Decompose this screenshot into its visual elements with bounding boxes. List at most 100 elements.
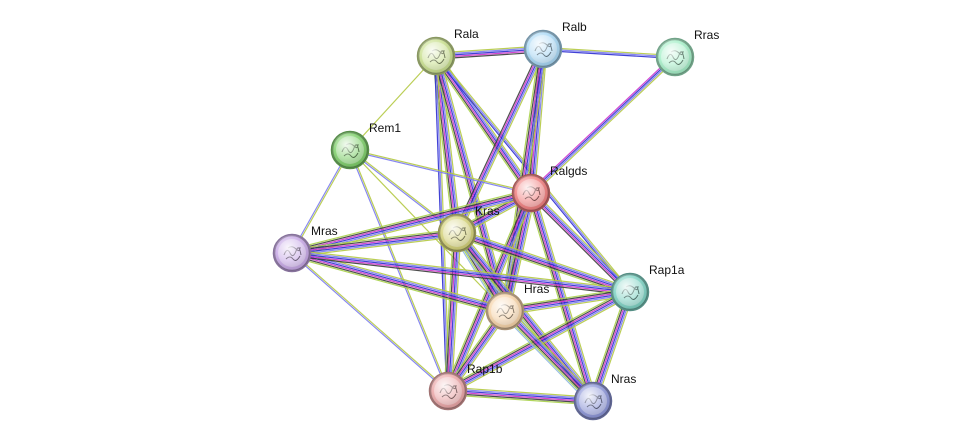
edge-channel-line <box>291 190 531 252</box>
edge-channel-line <box>349 150 531 195</box>
edge-channel-line <box>290 188 531 250</box>
edge-channel-line <box>291 228 457 250</box>
node-gloss <box>439 215 475 251</box>
edge-channel-line <box>530 56 675 193</box>
node-ralgds[interactable]: Ralgds <box>511 164 587 213</box>
node-gloss <box>513 175 549 211</box>
edge-channel-line <box>291 253 505 313</box>
edge-channel-line <box>292 249 631 290</box>
edge-rras-ralgds[interactable] <box>529 54 677 196</box>
edge-channel-line <box>436 54 632 292</box>
edge-channel-line <box>292 251 506 311</box>
edge-channel-line <box>433 56 530 195</box>
edge-channel-line <box>291 254 505 314</box>
edge-channel-line <box>447 391 593 403</box>
edge-channel-line <box>447 392 593 404</box>
node-gloss <box>487 293 523 329</box>
node-gloss <box>430 373 466 409</box>
edge-channel-line <box>292 196 533 258</box>
edge-layer <box>290 45 677 406</box>
edge-channel-line <box>528 194 629 295</box>
node-label: Hras <box>524 282 549 296</box>
edge-channel-line <box>460 229 597 399</box>
edge-channel-line <box>590 291 629 401</box>
edge-channel-line <box>448 389 594 401</box>
edge-kras-mras[interactable] <box>291 228 458 258</box>
edge-channel-line <box>292 251 449 391</box>
edge-channel-line <box>348 150 448 392</box>
edge-channel-line <box>446 232 457 391</box>
edge-channel-line <box>532 58 677 196</box>
edge-channel-line <box>529 54 674 192</box>
node-rem1[interactable]: Rem1 <box>330 121 401 170</box>
edge-channel-line <box>291 253 448 393</box>
edge-rem1-ralgds[interactable] <box>349 148 532 195</box>
edge-mras-rap1b[interactable] <box>291 251 449 393</box>
edge-rala-rem1[interactable] <box>349 55 437 151</box>
node-label: Rala <box>454 27 479 41</box>
edge-channel-line <box>290 256 505 316</box>
edge-channel-line <box>503 311 593 403</box>
edge-ralb-rras[interactable] <box>542 46 676 60</box>
edge-channel-line <box>504 289 630 310</box>
edge-channel-line <box>448 388 594 400</box>
edge-ralgds-nras[interactable] <box>526 191 598 403</box>
edge-channel-line <box>588 290 628 400</box>
edge-channel-line <box>349 55 437 151</box>
node-nras[interactable]: Nras <box>573 372 636 421</box>
edge-channel-line <box>291 252 631 293</box>
edge-channel-line <box>453 47 541 232</box>
edge-channel-line <box>531 57 676 194</box>
edge-channel-line <box>291 255 630 296</box>
edge-ralgds-rap1a[interactable] <box>528 190 633 295</box>
edge-channel-line <box>448 293 632 394</box>
edge-hras-nras[interactable] <box>501 307 597 405</box>
edge-channel-line <box>350 148 532 193</box>
edge-rem1-hras[interactable] <box>349 149 506 312</box>
node-label: Rap1a <box>649 263 685 277</box>
edge-channel-line <box>451 233 462 392</box>
node-rala[interactable]: Rala <box>416 27 479 76</box>
node-rras[interactable]: Rras <box>655 28 719 77</box>
edge-channel-line <box>505 292 631 313</box>
edge-channel-line <box>447 394 593 406</box>
edge-channel-line <box>457 49 545 234</box>
node-rap1a[interactable]: Rap1a <box>610 263 685 312</box>
edge-channel-line <box>526 193 590 403</box>
node-gloss <box>575 383 611 419</box>
edge-kras-rap1b[interactable] <box>443 232 462 392</box>
edge-channel-line <box>456 233 630 294</box>
edge-channel-line <box>504 287 630 308</box>
edge-channel-line <box>457 230 631 291</box>
edge-channel-line <box>504 290 630 311</box>
node-gloss <box>525 31 561 67</box>
node-rap1b[interactable]: Rap1b <box>428 362 503 411</box>
edge-channel-line <box>505 293 631 314</box>
edge-channel-line <box>292 233 458 255</box>
node-ralb[interactable]: Ralb <box>523 20 587 69</box>
node-mras[interactable]: Mras <box>272 224 338 273</box>
edge-channel-line <box>449 233 460 392</box>
edge-channel-line <box>502 312 592 404</box>
edge-channel-line <box>529 193 630 294</box>
edge-mras-rap1a[interactable] <box>291 249 631 296</box>
edge-rem1-mras[interactable] <box>290 149 352 254</box>
edge-channel-line <box>292 234 458 256</box>
edge-channel-line <box>532 190 633 291</box>
edge-channel-line <box>594 292 633 402</box>
edge-channel-line <box>292 150 352 254</box>
node-kras[interactable]: Kras <box>437 204 500 253</box>
edge-channel-line <box>531 191 632 292</box>
edge-rap1b-nras[interactable] <box>447 386 594 406</box>
edge-ralgds-mras[interactable] <box>290 188 533 258</box>
edge-channel-line <box>445 232 456 391</box>
node-gloss <box>612 274 648 310</box>
edge-channel-line <box>530 192 631 293</box>
edge-mras-hras[interactable] <box>290 248 507 316</box>
edge-kras-rap1a[interactable] <box>455 228 632 297</box>
edge-channel-line <box>506 308 596 400</box>
node-label: Rem1 <box>369 121 401 135</box>
node-hras[interactable]: Hras <box>485 282 549 331</box>
edge-rem1-rap1b[interactable] <box>348 149 450 392</box>
